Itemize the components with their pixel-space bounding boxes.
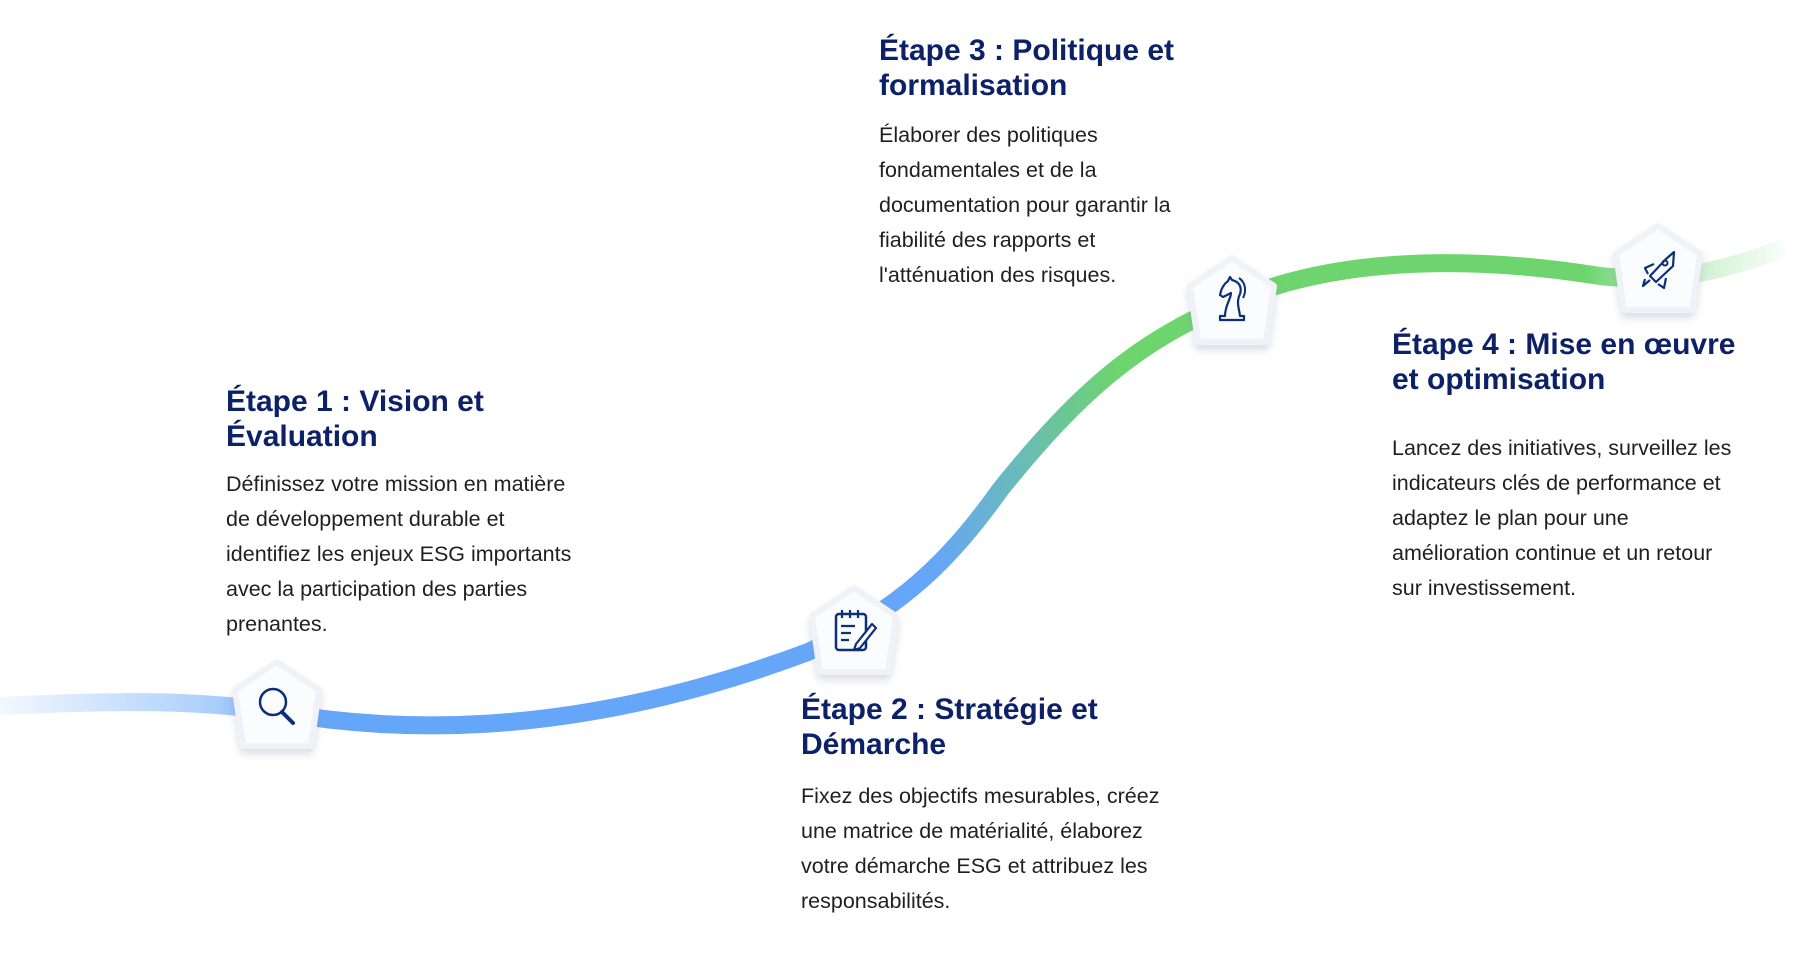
search-icon: [232, 659, 322, 749]
rocket-icon: [1613, 223, 1703, 313]
chess-knight-icon: [1187, 255, 1277, 345]
notes-pencil-icon: [809, 585, 899, 675]
step-2-node: [808, 585, 900, 678]
step-1-node: [231, 659, 323, 752]
step-3-node: [1186, 255, 1278, 348]
step-4-node: [1612, 223, 1704, 316]
